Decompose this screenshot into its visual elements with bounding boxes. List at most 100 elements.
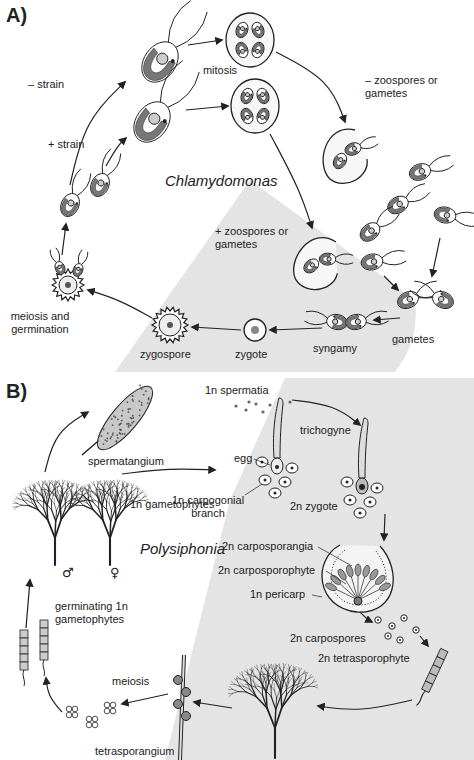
- gametophyte-plant: [60, 496, 63, 506]
- gametophyte-plant: [67, 494, 70, 498]
- chlamydomonas-cells: [344, 313, 367, 332]
- gametophyte-plant: [41, 490, 43, 497]
- spermatangium: [132, 395, 134, 397]
- cycle-arrow: [270, 134, 312, 228]
- gametophyte-plant: [138, 488, 140, 491]
- chlamydomonas-cells: [301, 256, 321, 276]
- gametophyte-plant: [69, 501, 72, 503]
- chlamydomonas-cells: [437, 295, 444, 302]
- gametophyte-plant: [79, 497, 82, 500]
- chlamydomonas-cells: [320, 254, 331, 264]
- gametophyte-plant: [29, 496, 32, 499]
- gametophyte-plant: [98, 487, 101, 489]
- germinating-gametophyte: [20, 638, 28, 646]
- chlamydomonas-cells: [250, 21, 266, 40]
- gametophyte-plant: [44, 509, 48, 520]
- gametophyte-plant: [43, 500, 44, 509]
- tetraspores: [72, 706, 78, 712]
- chlamydomonas-cells: [250, 41, 266, 60]
- chlamydomonas-cells: [252, 26, 265, 39]
- chlamydomonas-cells: [244, 119, 246, 121]
- germinating-zygospore: [57, 265, 61, 269]
- cycle-arrow: [26, 580, 30, 628]
- carposporophyte: [354, 597, 362, 605]
- zygote: [244, 319, 266, 341]
- chlamydomonas-cells: [288, 230, 359, 300]
- gametophyte-plant: [40, 494, 43, 497]
- spermatangium: [139, 385, 141, 387]
- chlamydomonas-cells: [301, 256, 321, 276]
- chlamydomonas-cells: [309, 262, 315, 268]
- cycle-arrow: [270, 328, 322, 330]
- gametophyte-plant: [98, 487, 99, 491]
- tetrasporophyte-plant: [283, 667, 284, 673]
- spermatangium: [140, 387, 142, 389]
- zygote-branch: [359, 484, 365, 490]
- spermatangium: [128, 423, 130, 425]
- tetraspores: [104, 708, 110, 714]
- tetrasporophyte-sporeling: [414, 648, 447, 708]
- gametophyte-plant: [132, 484, 134, 487]
- carpospores: [397, 637, 403, 643]
- gametophyte-plant: [106, 501, 107, 510]
- carpospores: [387, 635, 389, 637]
- stage-label: trichogyne: [300, 424, 370, 437]
- gametophyte-plant: [80, 487, 82, 491]
- chlamydomonas-cells: [255, 87, 271, 106]
- cycle-arrow: [360, 612, 372, 622]
- stage-label: 2n carposporophyte: [218, 564, 323, 577]
- chlamydomonas-cells: [257, 92, 270, 105]
- tetrasporophyte-plant: [289, 667, 291, 671]
- cycle-arrow: [186, 106, 228, 110]
- tetrasporophyte-plant: [294, 667, 296, 671]
- stage-label: + strain: [48, 138, 108, 151]
- tetrasporophyte-plant: [247, 683, 250, 689]
- tetrasporophyte-plant: [247, 672, 250, 675]
- cycle-arrow: [46, 678, 62, 712]
- chlamydomonas-cells: [226, 13, 274, 67]
- tetrasporophyte-plant: [298, 682, 303, 683]
- carpospores: [377, 619, 379, 621]
- chlamydomonas-cells: [258, 117, 260, 119]
- chlamydomonas-cells: [57, 190, 83, 219]
- chlamydomonas-cells: [260, 92, 265, 97]
- chlamydomonas-cells: [418, 168, 425, 175]
- chlamydomonas-cells: [134, 35, 185, 89]
- gametophyte-plant: [106, 500, 109, 504]
- chlamydomonas-cells: [386, 197, 405, 216]
- chlamydomonas-cells: [409, 287, 433, 302]
- spermatia: [247, 400, 250, 403]
- gametophyte-plant: [55, 489, 57, 496]
- tetrasporophyte-plant: [262, 686, 263, 696]
- carpospores: [401, 615, 407, 621]
- chlamydomonas-cells: [162, 118, 168, 124]
- tetraspores: [92, 716, 98, 722]
- gametophyte-plant: [114, 500, 118, 504]
- chlamydomonas-cells: [240, 92, 253, 105]
- stage-label: gametes: [392, 333, 452, 346]
- sex-symbol: ♀: [110, 566, 126, 581]
- chlamydomonas-cells: [255, 107, 271, 126]
- tetrasporophyte-plant: [279, 664, 281, 668]
- spermatia: [234, 404, 237, 407]
- spermatangium: [112, 432, 114, 434]
- germinating-gametophyte: [40, 628, 48, 636]
- chlamydomonas-cells: [302, 260, 317, 275]
- stage-label: meiosis and germination: [0, 310, 80, 335]
- chlamydomonas-cells: [413, 279, 437, 294]
- spermatangium: [89, 379, 160, 457]
- gametophyte-plant: [107, 510, 111, 521]
- spermatangium: [82, 379, 161, 457]
- tetrasporophyte-plant: [280, 681, 282, 688]
- chlamydomonas-cells: [126, 57, 204, 149]
- gametophyte-plant: [24, 497, 27, 500]
- tetraspores: [86, 716, 92, 722]
- carpospores: [375, 615, 419, 643]
- chlamydomonas-cells: [327, 257, 331, 261]
- gametophyte-plant: [82, 494, 85, 497]
- stage-label: 1n carpogonial branch: [168, 494, 248, 519]
- gametophyte-plant: [131, 497, 135, 498]
- gametophyte-plant: [77, 484, 79, 487]
- leader-line: [326, 571, 346, 584]
